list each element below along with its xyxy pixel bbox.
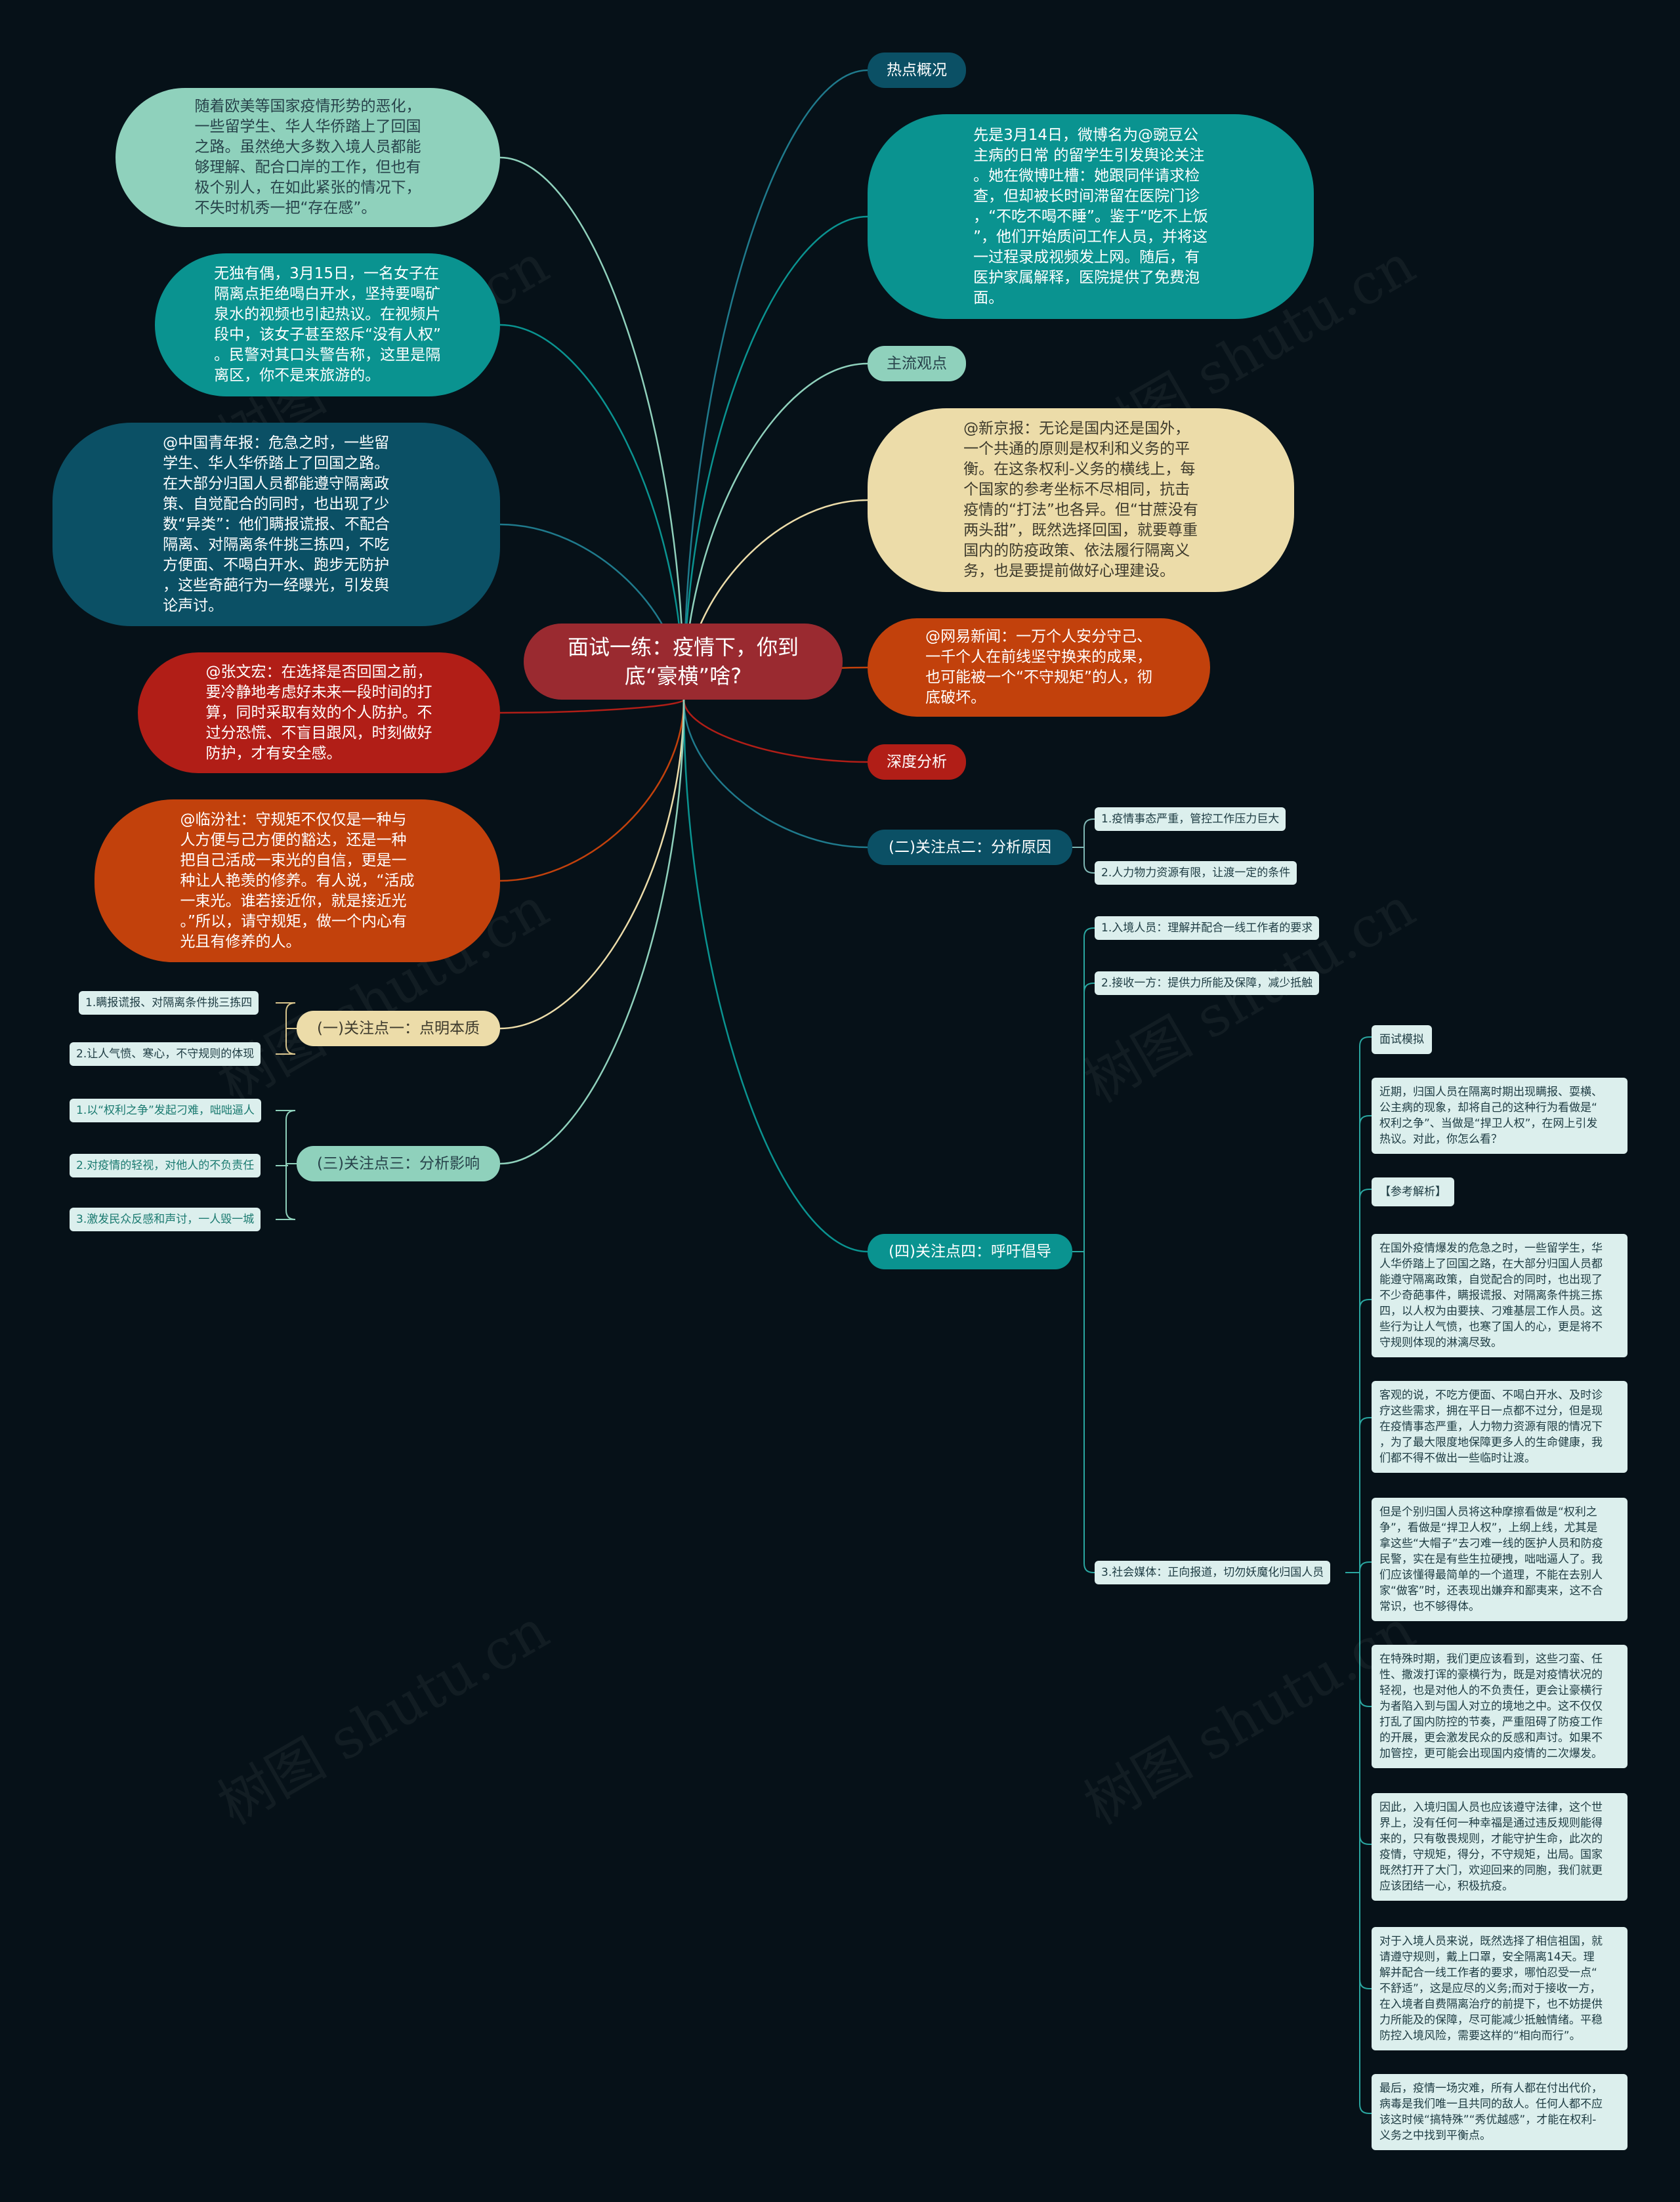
- xinjingbao-view-bubble[interactable]: @新京报：无论是国内还是国外， 一个共通的原则是权利和义务的平 衡。在这条权利-…: [868, 408, 1294, 592]
- detail-card[interactable]: 因此，入境归国人员也应该遵守法律，这个世 界上，没有任何一种幸福是通过违反规则能…: [1372, 1793, 1628, 1901]
- mineral-water-text: 无独有偶，3月15日，一名女子在 隔离点拒绝喝白开水，坚持要喝矿 泉水的视频也引…: [214, 265, 441, 384]
- focus-four-item[interactable]: 3.社会媒体：正向报道，切勿妖魔化归国人员: [1095, 1561, 1331, 1584]
- focus-one-item[interactable]: 2.让人气愤、寒心，不守规则的体现: [70, 1042, 261, 1066]
- focus-two-item[interactable]: 1.疫情事态严重，管控工作压力巨大: [1095, 807, 1286, 831]
- detail-card[interactable]: 最后，疫情一场灾难，所有人都在付出代价， 病毒是我们唯一且共同的敌人。任何人都不…: [1372, 2074, 1628, 2150]
- topic-hotspot-overview[interactable]: 热点概况: [868, 53, 966, 88]
- detail-card[interactable]: 对于入境人员来说，既然选择了相信祖国，就 请遵守规则，戴上口罩，安全隔离14天。…: [1372, 1927, 1628, 2050]
- focus-four-item[interactable]: 2.接收一方：提供力所能及保障，减少抵触: [1095, 971, 1320, 995]
- xinjingbao-view-text: @新京报：无论是国内还是国外， 一个共通的原则是权利和义务的平 衡。在这条权利-…: [963, 420, 1198, 580]
- connector-line: [276, 1028, 296, 1055]
- connector-line: [1359, 1115, 1372, 1573]
- wangyi-view-text: @网易新闻：一万个人安分守己、 一千个人在前线坚守换来的成果， 也可能被一个“不…: [925, 628, 1152, 706]
- focus-three-item[interactable]: 2.对疫情的轻视，对他人的不负责任: [70, 1154, 261, 1177]
- connector-line: [1083, 927, 1095, 1252]
- focus-three-item[interactable]: 3.激发民众反感和声讨，一人毁一城: [70, 1208, 261, 1231]
- connector-line: [499, 699, 685, 882]
- connector-line: [499, 698, 685, 714]
- connector-line: [276, 1164, 296, 1220]
- topic-focus-one[interactable]: (一)关注点一：点明本质: [297, 1011, 500, 1046]
- hotspot-detail-text: 先是3月14日，微博名为@豌豆公 主病的日常 的留学生引发舆论关注 。她在微博吐…: [973, 126, 1208, 307]
- connector-line: [1083, 818, 1095, 847]
- connector-line: [499, 156, 685, 700]
- connector-line: [682, 699, 868, 849]
- detail-card[interactable]: 在特殊时期，我们更应该看到，这些刁蛮、任 性、撒泼打诨的豪横行为，既是对疫情状况…: [1372, 1645, 1628, 1768]
- connector-line: [1083, 847, 1095, 874]
- mineral-water-bubble[interactable]: 无独有偶，3月15日，一名女子在 隔离点拒绝喝白开水，坚持要喝矿 泉水的视频也引…: [155, 253, 500, 396]
- topic-depth-analysis[interactable]: 深度分析: [868, 744, 966, 780]
- focus-three-item[interactable]: 1.以“权利之争”发起刁难，咄咄逼人: [70, 1099, 261, 1122]
- connector-line: [1359, 1417, 1372, 1573]
- wangyi-view-bubble[interactable]: @网易新闻：一万个人安分守己、 一千个人在前线坚守换来的成果， 也可能被一个“不…: [868, 618, 1210, 717]
- overseas-return-text: 随着欧美等国家疫情形势的恶化， 一些留学生、华人华侨踏上了回国 之路。虽然绝大多…: [194, 98, 421, 217]
- connector-line: [682, 69, 868, 700]
- connector-line: [499, 699, 685, 1165]
- detail-card[interactable]: 但是个别归国人员将这种摩擦看做是“权利之 争”，看做是“捍卫人权”，上纲上线，尤…: [1372, 1498, 1628, 1621]
- topic-focus-four[interactable]: (四)关注点四：呼吁倡导: [868, 1234, 1072, 1269]
- focus-four-item[interactable]: 1.入境人员：理解并配合一线工作者的要求: [1095, 916, 1320, 940]
- china-youth-daily-bubble[interactable]: @中国青年报：危急之时，一些留 学生、华人华侨踏上了回国之路。 在大部分归国人员…: [52, 423, 500, 626]
- connector-line: [499, 324, 685, 700]
- topic-focus-two[interactable]: (二)关注点二：分析原因: [868, 830, 1072, 865]
- detail-card[interactable]: 客观的说，不吃方便面、不喝白开水、及时诊 疗这些需求，拥在平日一点都不过分，但是…: [1372, 1381, 1628, 1473]
- zhang-wenhong-bubble[interactable]: @张文宏：在选择是否回国之前， 要冷静地考虑好未来一段时间的打 算，同时采取有效…: [138, 652, 500, 773]
- connector-line: [276, 1110, 296, 1164]
- linfen-text: @临汾社：守规矩不仅仅是一种与 人方便与己方便的豁达，还是一种 把自己活成一束光…: [180, 811, 415, 950]
- china-youth-daily-text: @中国青年报：危急之时，一些留 学生、华人华侨踏上了回国之路。 在大部分归国人员…: [163, 434, 390, 614]
- connector-line: [1359, 1189, 1372, 1573]
- hotspot-detail-bubble[interactable]: 先是3月14日，微博名为@豌豆公 主病的日常 的留学生引发舆论关注 。她在微博吐…: [868, 114, 1314, 319]
- connector-line: [276, 1002, 296, 1028]
- connector-line: [682, 699, 868, 763]
- detail-card[interactable]: 在国外疫情爆发的危急之时，一些留学生，华 人华侨踏上了回国之路，在大部分归国人员…: [1372, 1234, 1628, 1357]
- detail-card[interactable]: 近期，归国人员在隔离时期出现瞒报、耍横、 公主病的现象，却将自己的这种行为看做是…: [1372, 1078, 1628, 1154]
- overseas-return-bubble[interactable]: 随着欧美等国家疫情形势的恶化， 一些留学生、华人华侨踏上了回国 之路。虽然绝大多…: [116, 88, 500, 227]
- connector-line: [1359, 1573, 1372, 2114]
- connector-line: [682, 215, 868, 700]
- focus-two-item[interactable]: 2.人力物力资源有限，让渡一定的条件: [1095, 861, 1297, 885]
- connector-line: [1359, 1561, 1372, 1573]
- connector-line: [1083, 1252, 1095, 1573]
- connector-line: [1359, 1299, 1372, 1573]
- connector-line: [682, 699, 868, 1253]
- detail-card[interactable]: 面试模拟: [1372, 1025, 1432, 1054]
- connector-line: [499, 699, 685, 1030]
- focus-one-item[interactable]: 1.瞒报谎报、对隔离条件挑三拣四: [79, 991, 259, 1015]
- topic-mainstream-views[interactable]: 主流观点: [868, 346, 966, 381]
- root-topic[interactable]: 面试一练：疫情下，你到底“豪横”啥?: [524, 624, 843, 700]
- linfen-bubble[interactable]: @临汾社：守规矩不仅仅是一种与 人方便与己方便的豁达，还是一种 把自己活成一束光…: [94, 799, 500, 962]
- detail-card[interactable]: 【参考解析】: [1372, 1177, 1454, 1206]
- zhang-wenhong-text: @张文宏：在选择是否回国之前， 要冷静地考虑好未来一段时间的打 算，同时采取有效…: [205, 663, 432, 762]
- connector-line: [1359, 1036, 1372, 1573]
- topic-focus-three[interactable]: (三)关注点三：分析影响: [297, 1146, 500, 1181]
- connector-line: [1083, 983, 1095, 1252]
